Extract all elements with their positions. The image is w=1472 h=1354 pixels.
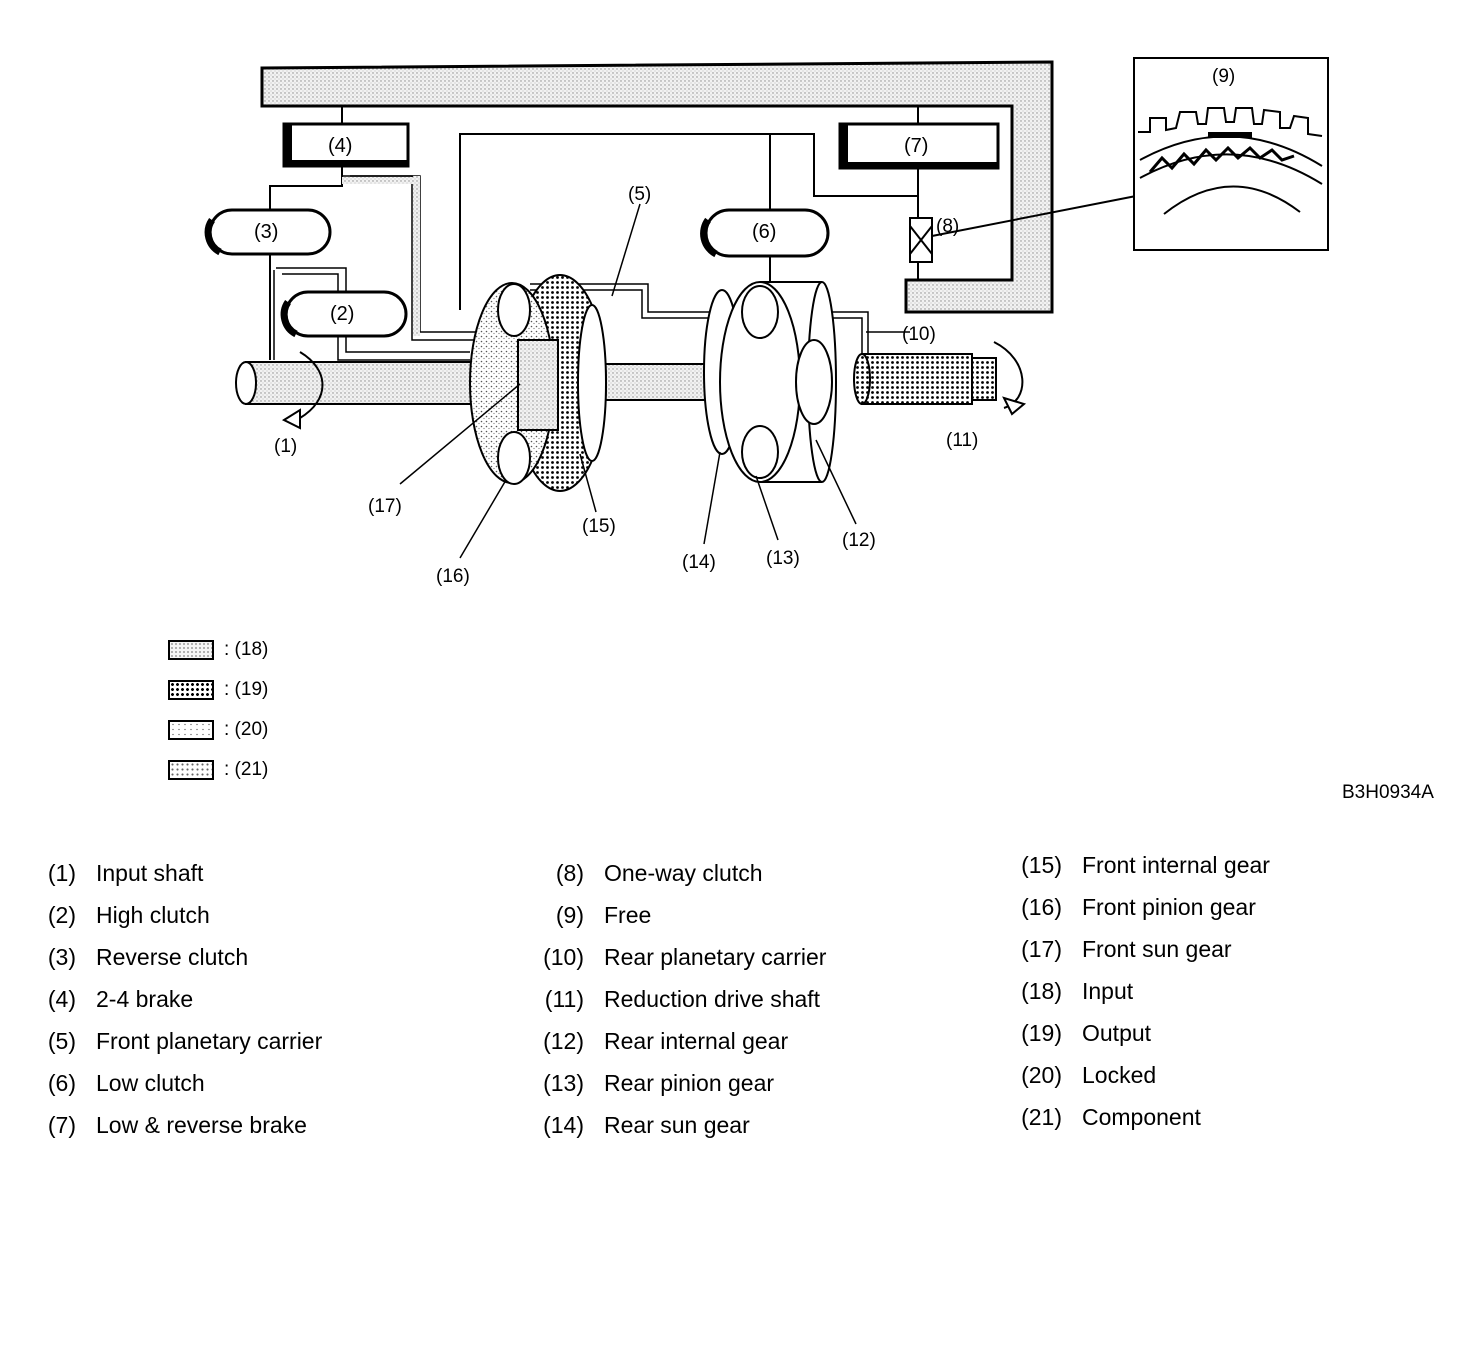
legend-swatch-component — [168, 760, 214, 780]
leader-lines — [399, 203, 910, 559]
low-reverse-brake-box — [838, 122, 1000, 170]
connection-lines — [269, 106, 1137, 360]
label-17: (17) — [368, 496, 402, 517]
label-10: (10) — [902, 324, 936, 345]
parts-column-1: (1)Input shaft (2)High clutch (3)Reverse… — [20, 852, 322, 1146]
legend-row-component: : (21) — [168, 750, 268, 790]
legend: : (18) : (19) : (20) : (21) — [168, 630, 268, 790]
label-12: (12) — [842, 530, 876, 551]
part-item: (18)Input — [1021, 977, 1134, 1004]
legend-swatch-locked — [168, 720, 214, 740]
legend-row-output: : (19) — [168, 670, 268, 710]
label-7: (7) — [904, 135, 928, 157]
legend-row-locked: : (20) — [168, 710, 268, 750]
legend-label: : (19) — [224, 679, 269, 700]
label-4: (4) — [328, 135, 352, 157]
part-item: (5)Front planetary carrier — [47, 1027, 323, 1054]
part-item: (11)Reduction drive shaft — [544, 985, 821, 1012]
rear-planetary-set — [703, 281, 837, 483]
input-band-vertical — [413, 176, 420, 336]
legend-label: : (18) — [224, 639, 269, 660]
part-item: (21)Component — [1021, 1103, 1201, 1130]
housing-frame — [260, 60, 1054, 314]
part-item: (3)Reverse clutch — [47, 943, 249, 970]
legend-swatch-output — [168, 680, 214, 700]
part-item: (13)Rear pinion gear — [543, 1069, 775, 1096]
part-item: (12)Rear internal gear — [543, 1027, 789, 1054]
part-item: (15)Front internal gear — [1021, 851, 1270, 878]
input-shaft — [235, 351, 477, 430]
part-item: (19)Output — [1021, 1019, 1152, 1046]
gear-train-diagram: (1) (2) (3) (4) (5) (6) (7) (8) (9) (10)… — [204, 57, 1329, 587]
label-1: (1) — [274, 436, 297, 457]
part-item: (16)Front pinion gear — [1021, 893, 1256, 920]
low-clutch-box — [700, 208, 830, 258]
legend-label: : (21) — [224, 759, 269, 780]
legend-swatch-input — [168, 640, 214, 660]
legend-label: : (20) — [224, 719, 269, 740]
label-15: (15) — [582, 516, 616, 537]
part-item: (20)Locked — [1021, 1061, 1157, 1088]
brake-2-4-box — [282, 122, 410, 168]
figure-code: B3H0934A — [1342, 782, 1434, 803]
reduction-drive-shaft — [853, 341, 1027, 416]
part-item: (1)Input shaft — [47, 859, 204, 886]
label-2: (2) — [330, 303, 354, 325]
label-9: (9) — [1212, 66, 1235, 87]
front-planetary-set — [469, 274, 607, 492]
label-3: (3) — [254, 221, 278, 243]
part-item: (9)Free — [555, 901, 652, 928]
part-item: (8)One-way clutch — [555, 859, 763, 886]
part-item: (2)High clutch — [47, 901, 210, 928]
part-item: (17)Front sun gear — [1021, 935, 1232, 962]
parts-column-3: (15)Front internal gear (16)Front pinion… — [990, 844, 1270, 1138]
label-6: (6) — [752, 221, 776, 243]
part-item: (4)2-4 brake — [47, 985, 194, 1012]
legend-row-input: : (18) — [168, 630, 268, 670]
input-band-top — [342, 177, 420, 184]
part-item: (14)Rear sun gear — [543, 1111, 750, 1138]
part-item: (6)Low clutch — [47, 1069, 205, 1096]
part-item: (10)Rear planetary carrier — [543, 943, 827, 970]
label-5: (5) — [628, 184, 651, 205]
free-inset — [1133, 57, 1329, 251]
parts-column-2: (8)One-way clutch (9)Free (10)Rear plane… — [512, 852, 826, 1146]
label-14: (14) — [682, 552, 716, 573]
label-13: (13) — [766, 548, 800, 569]
part-item: (7)Low & reverse brake — [47, 1111, 307, 1138]
label-11: (11) — [946, 430, 978, 451]
label-16: (16) — [436, 566, 470, 587]
label-8: (8) — [936, 216, 959, 237]
one-way-clutch-symbol — [909, 217, 933, 263]
